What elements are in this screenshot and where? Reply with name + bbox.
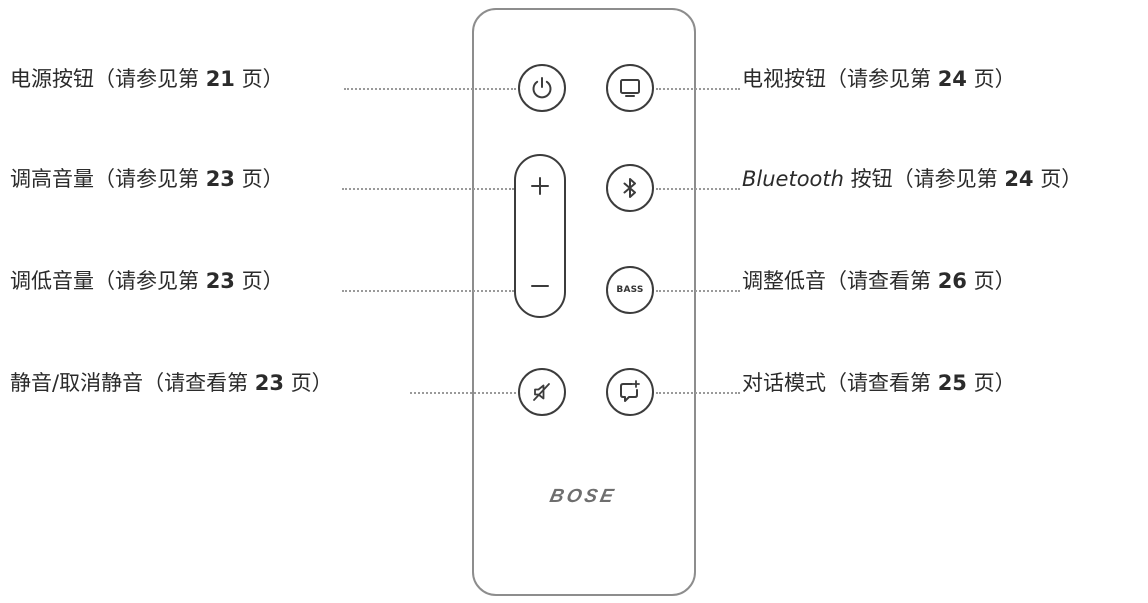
label-power: 电源按钮（请参见第 21 页）: [10, 67, 284, 91]
bass-icon: BASS: [616, 285, 644, 295]
leader-line-volume-down: [342, 290, 514, 292]
power-button: [518, 64, 566, 112]
tv-button: [606, 64, 654, 112]
volume-down-button: [516, 262, 564, 310]
leader-line-bluetooth: [656, 188, 740, 190]
label-dialogue: 对话模式（请查看第 25 页）: [742, 371, 1016, 395]
tv-icon: [620, 79, 640, 97]
label-mute: 静音/取消静音（请查看第 23 页）: [10, 371, 333, 395]
power-icon: [532, 77, 552, 99]
leader-line-tv: [656, 88, 740, 90]
bass-button: BASS: [606, 266, 654, 314]
leader-line-volume-up: [342, 188, 514, 190]
plus-icon: [531, 177, 549, 195]
remote-body: [472, 8, 696, 596]
volume-up-button: [516, 162, 564, 210]
mute-icon: [533, 383, 550, 401]
leader-line-bass: [656, 290, 740, 292]
bose-logo-text: BOSE: [547, 486, 619, 507]
label-bass: 调整低音（请查看第 26 页）: [742, 269, 1016, 293]
label-bluetooth: Bluetooth 按钮（请参见第 24 页）: [742, 167, 1083, 191]
dialogue-icon: [620, 380, 640, 402]
bluetooth-button: [606, 164, 654, 212]
bose-logo: BOSE: [520, 486, 646, 507]
mute-button: [518, 368, 566, 416]
leader-line-mute: [410, 392, 516, 394]
volume-rocker: [514, 154, 566, 318]
dialogue-mode-button: [606, 368, 654, 416]
minus-icon: [531, 285, 549, 287]
label-volume-down: 调低音量（请参见第 23 页）: [10, 269, 284, 293]
label-volume-up: 调高音量（请参见第 23 页）: [10, 167, 284, 191]
leader-line-dialogue: [656, 392, 740, 394]
bluetooth-icon: [623, 178, 636, 198]
leader-line-power: [344, 88, 516, 90]
label-tv: 电视按钮（请参见第 24 页）: [742, 67, 1016, 91]
